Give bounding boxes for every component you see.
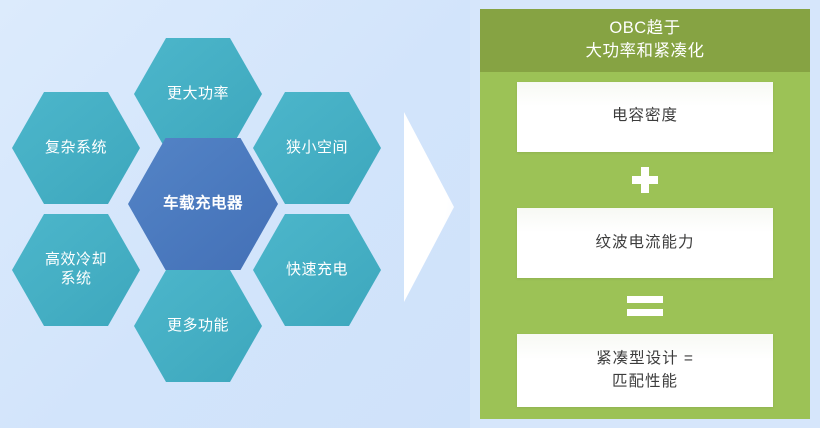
panel-header: OBC趋于 大功率和紧凑化 (480, 9, 810, 72)
stat-box-label-wrapper: 紧凑型设计 = 匹配性能 (596, 348, 694, 393)
stat-box-label: 电容密度 (611, 107, 678, 125)
hexagon-fast-charging[interactable]: 快速充电 (253, 214, 381, 326)
hexagon-label: 更大功率 (166, 84, 229, 102)
operator-plus (517, 152, 773, 208)
stat-box-label-line1: 紧凑型设计 = (596, 350, 694, 368)
hexagon-more-power[interactable]: 更大功率 (134, 38, 262, 150)
stat-box-compact-design-result[interactable]: 紧凑型设计 = 匹配性能 (517, 334, 773, 407)
stat-box-label: 纹波电流能力 (595, 233, 695, 251)
obc-trend-panel: OBC趋于 大功率和紧凑化 电容密度 纹波电流能力 紧凑型设计 = 匹配性能 (480, 9, 810, 419)
hexagon-label-wrapper: 高效冷却 系统 (45, 251, 107, 289)
stat-box-ripple-current[interactable]: 纹波电流能力 (517, 207, 773, 278)
hexagon-center-on-board-charger[interactable]: 车载充电器 (128, 138, 278, 270)
hexagon-efficient-cooling[interactable]: 高效冷却 系统 (12, 214, 140, 326)
hexagon-label: 狭小空间 (285, 138, 348, 156)
panel-body: 电容密度 纹波电流能力 紧凑型设计 = 匹配性能 (480, 72, 810, 419)
hexagon-more-functions[interactable]: 更多功能 (134, 270, 262, 382)
panel-header-line2: 大功率和紧凑化 (585, 41, 705, 60)
hexagon-center-label: 车载充电器 (162, 195, 243, 213)
plus-icon (632, 166, 658, 193)
hexagon-label: 快速充电 (285, 260, 348, 278)
stat-box-label-line2: 匹配性能 (611, 372, 678, 390)
hexagon-label: 复杂系统 (44, 138, 107, 156)
operator-equals (517, 278, 773, 334)
stat-box-capacitance-density[interactable]: 电容密度 (517, 81, 773, 152)
panel-header-line1: OBC趋于 (609, 19, 681, 37)
hexagon-label-line1: 高效冷却 (44, 251, 107, 269)
hexagon-narrow-space[interactable]: 狭小空间 (253, 92, 381, 204)
hexagon-label: 更多功能 (166, 316, 229, 334)
equals-icon (627, 295, 663, 316)
left-hexagon-diagram: 更大功率 复杂系统 狭小空间 高效冷却 系统 快速充电 更多功能 车载充电器 (0, 0, 470, 428)
hexagon-label-line2: 系统 (60, 270, 92, 287)
hexagon-complex-system[interactable]: 复杂系统 (12, 92, 140, 204)
